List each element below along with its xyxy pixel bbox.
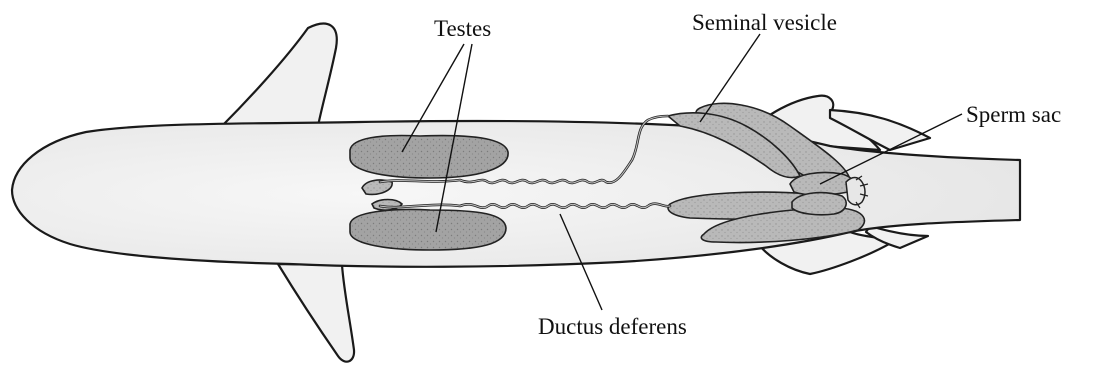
label-testes: Testes (434, 16, 491, 41)
cloacal-papilla (846, 178, 865, 205)
label-seminal-vesicle: Seminal vesicle (692, 10, 837, 35)
dorsal-fin-upper (222, 24, 337, 126)
pectoral-fin-lower (278, 264, 354, 362)
sperm-sac-lower (792, 193, 846, 215)
label-sperm-sac: Sperm sac (966, 102, 1061, 127)
sperm-sac-upper (790, 172, 854, 195)
testis-anterior-lobe-lower (372, 200, 402, 211)
testis-upper (350, 136, 508, 178)
label-ductus-deferens: Ductus deferens (538, 314, 687, 339)
testis-lower (350, 210, 506, 250)
